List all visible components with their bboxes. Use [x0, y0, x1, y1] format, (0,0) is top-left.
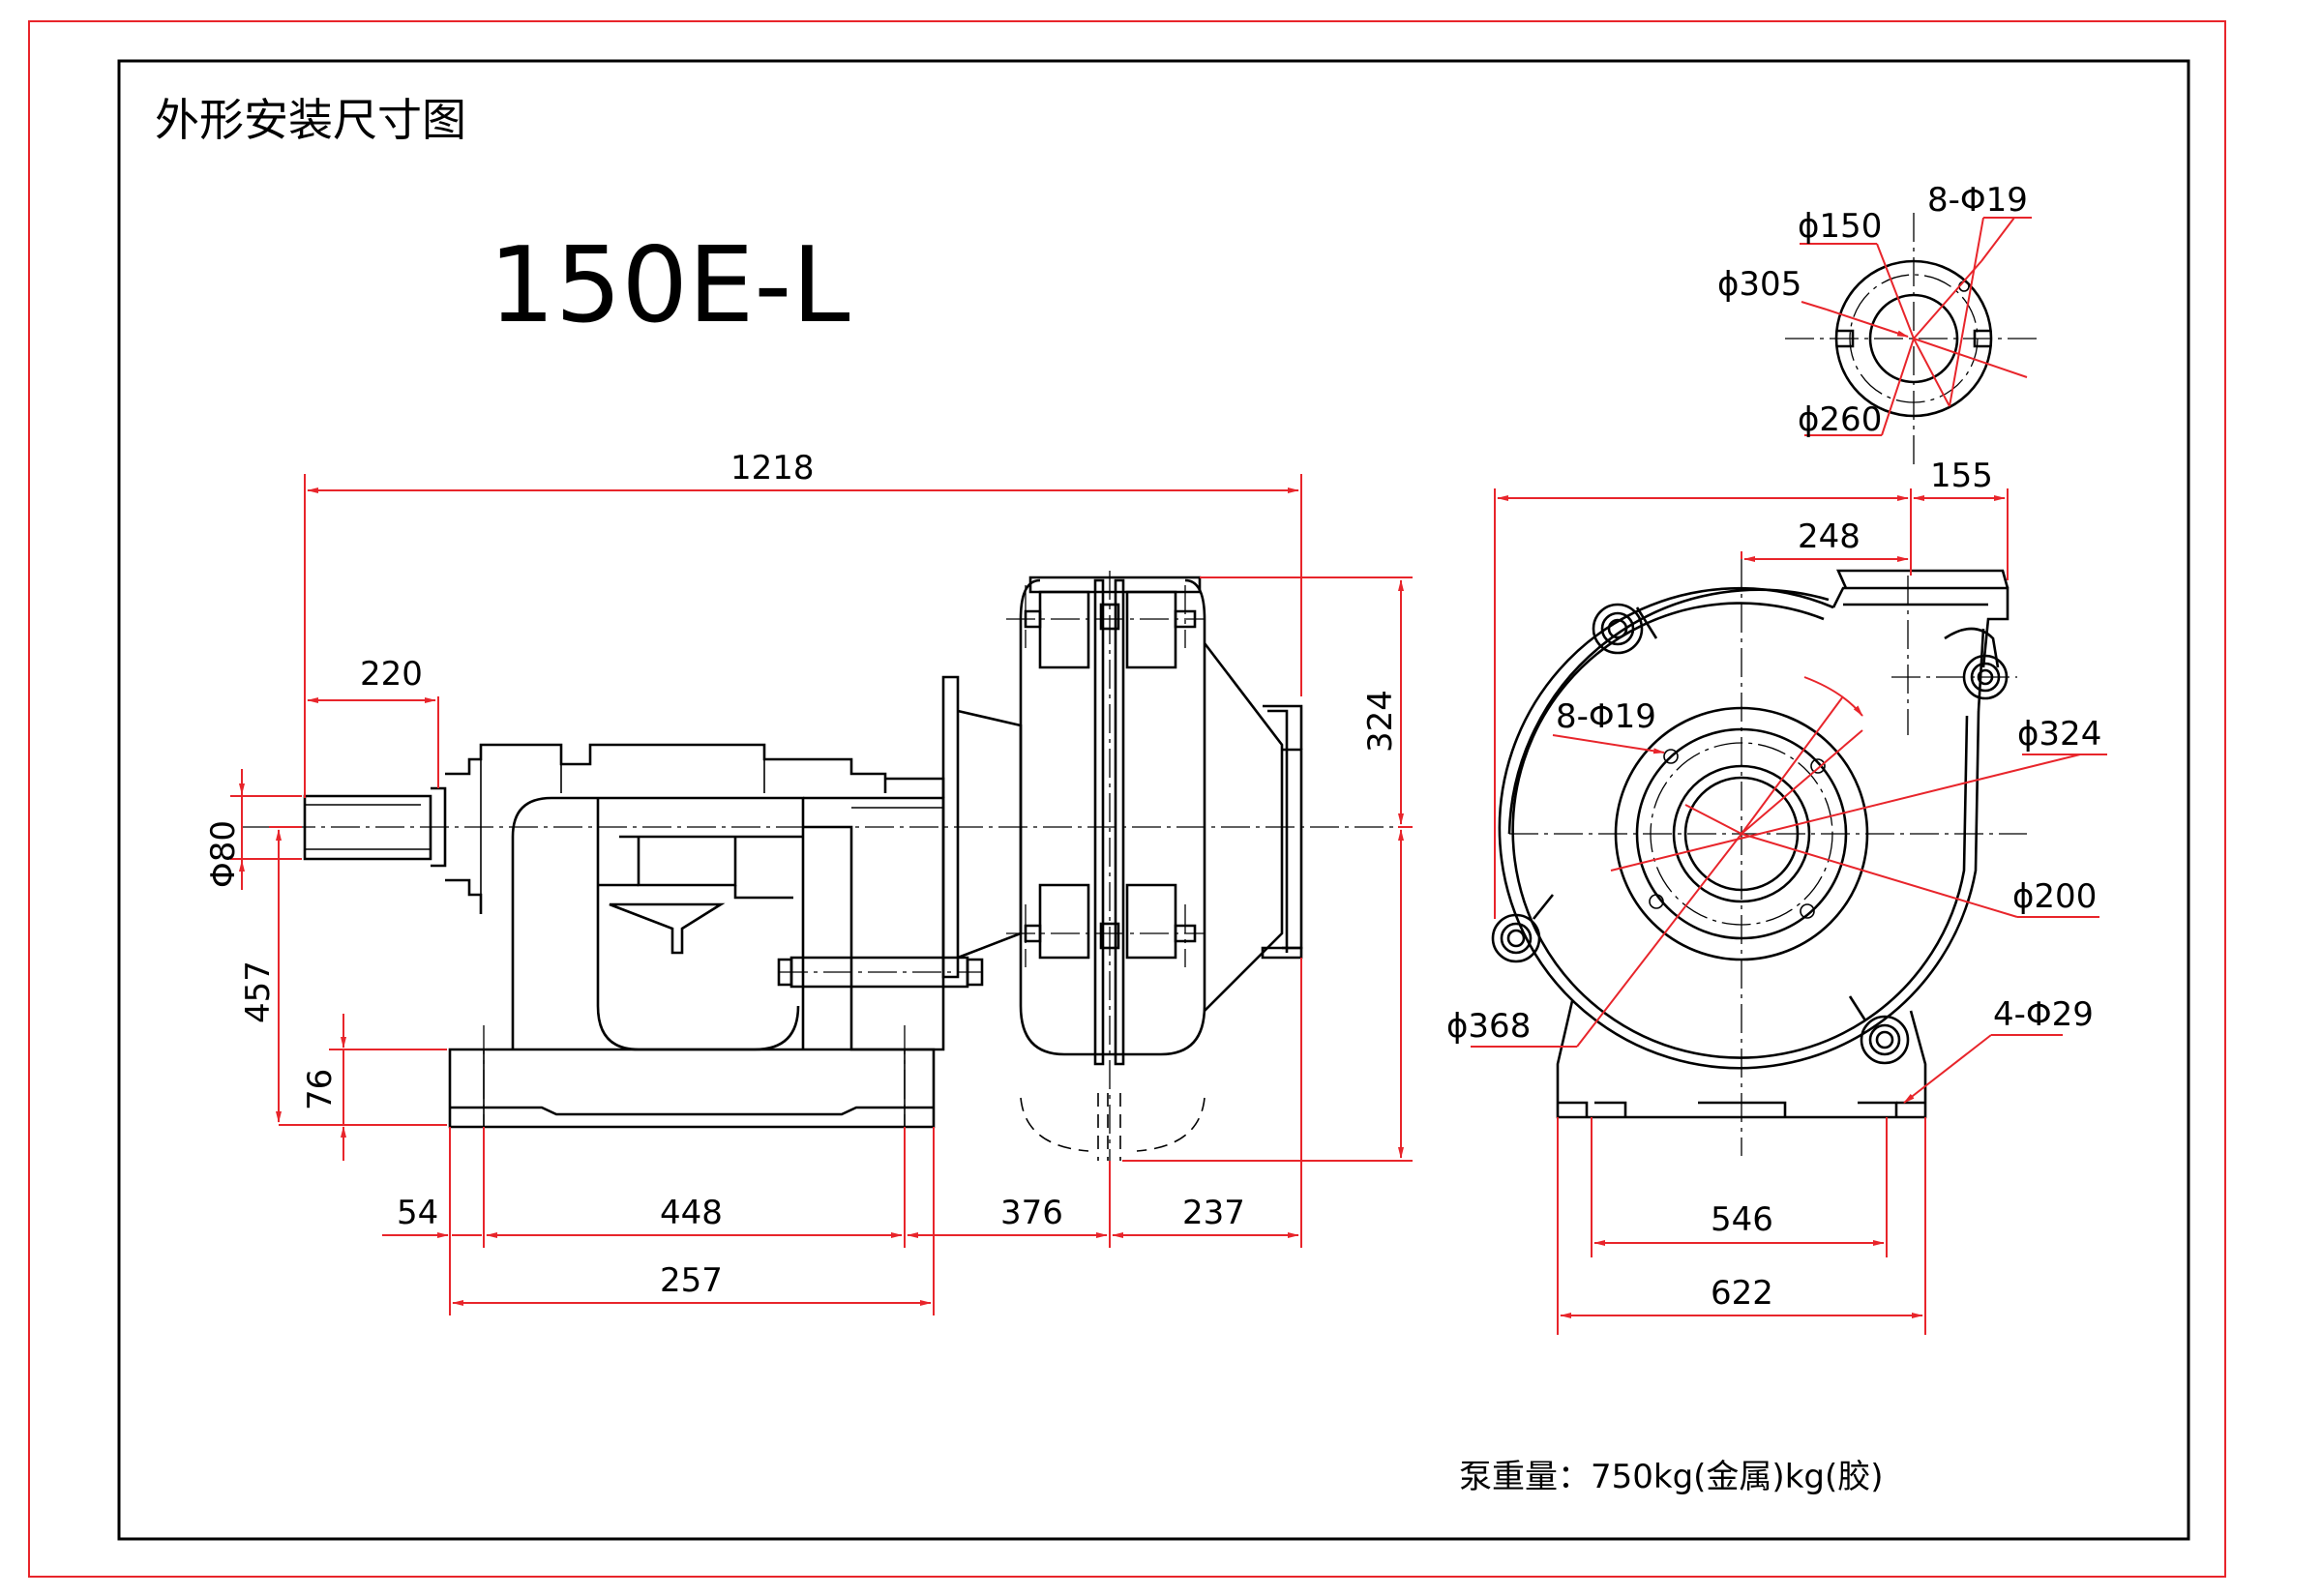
dim-237: 237 — [1182, 1194, 1245, 1232]
dim-center-height: 457 — [239, 961, 278, 1023]
dim-54: 54 — [397, 1194, 438, 1232]
drawing-heading: 外形安装尺寸图 — [155, 94, 466, 146]
side-view — [242, 571, 1403, 1199]
clamp-bolt-top-left — [1592, 603, 1658, 655]
outlet-flange-view: ϕ150 8-Φ19 ϕ305 ϕ260 — [1717, 181, 2041, 464]
dim-flange-bolt-circle: ϕ260 — [1798, 400, 1882, 439]
dim-shaft-extension: 220 — [360, 655, 423, 694]
dim-shaft-diameter: Φ80 — [204, 820, 243, 888]
dim-200: ϕ200 — [2012, 877, 2097, 916]
dim-368: ϕ368 — [1446, 1007, 1531, 1046]
dim-base-thickness: 76 — [301, 1069, 340, 1110]
end-view-dimensions: 155 248 8-Φ19 ϕ324 ϕ200 ϕ368 4-Φ29 546 — [1446, 457, 2107, 1335]
outer-border — [28, 20, 2226, 1578]
end-view — [1491, 559, 2027, 1156]
model-number: 150E-L — [489, 225, 850, 346]
clamp-bolt-right — [1962, 654, 2009, 700]
weight-note: 泵重量：750kg(金属)kg(胶) — [1459, 1458, 1884, 1496]
dim-height-324: 324 — [1361, 690, 1400, 753]
dim-flange-bolt-holes: 8-Φ19 — [1927, 181, 2028, 220]
dim-overall-length: 1218 — [730, 449, 815, 488]
clamp-bolt-bottom-right — [1848, 995, 1910, 1065]
dim-foot-holes: 4-Φ29 — [1993, 995, 2094, 1034]
dim-inlet-bolt-holes: 8-Φ19 — [1556, 697, 1656, 736]
dim-257: 257 — [660, 1261, 723, 1300]
dim-622: 622 — [1711, 1274, 1773, 1313]
dim-376: 376 — [1000, 1194, 1063, 1232]
clamp-bolt-bottom-left — [1491, 894, 1555, 963]
dim-flange-bore: ϕ150 — [1798, 207, 1882, 246]
dim-546: 546 — [1711, 1200, 1773, 1239]
dim-flange-outer: ϕ305 — [1717, 265, 1801, 304]
side-view-dimensions: 1218 220 Φ80 457 76 324 — [204, 449, 1413, 1315]
dim-248: 248 — [1798, 517, 1861, 556]
dim-324: ϕ324 — [2017, 715, 2101, 754]
dim-155: 155 — [1930, 457, 1993, 495]
inner-frame — [117, 59, 2190, 1541]
dim-448: 448 — [660, 1194, 723, 1232]
